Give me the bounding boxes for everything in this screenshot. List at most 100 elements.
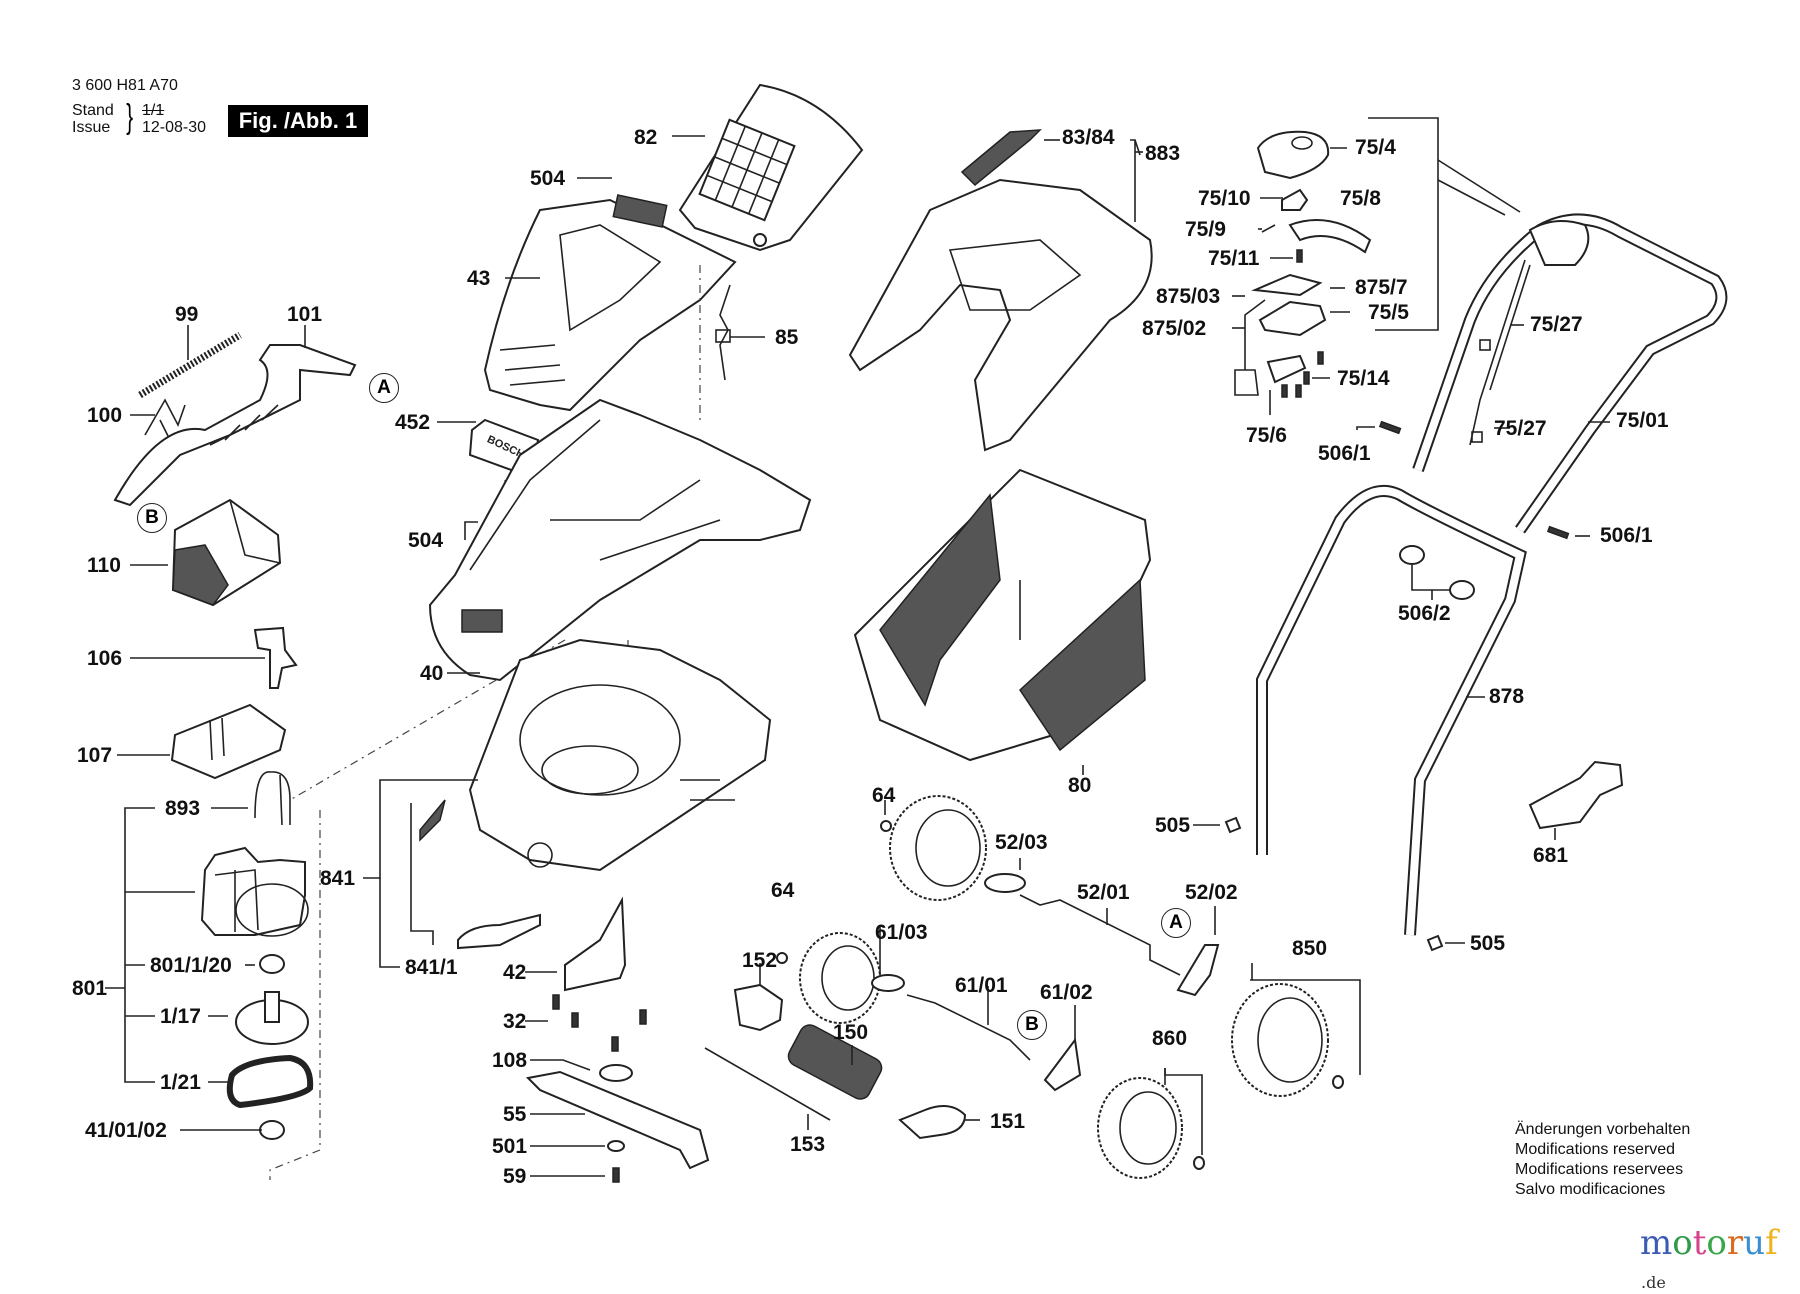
callout-75-9[interactable]: 75/9 xyxy=(1185,218,1226,241)
callout-64-upper[interactable]: 64 xyxy=(872,784,896,807)
callout-75-6[interactable]: 75/6 xyxy=(1246,424,1287,447)
callout-75-27-upper[interactable]: 75/27 xyxy=(1530,313,1583,336)
part-875-02-cable xyxy=(1234,299,1266,396)
callout-75-4[interactable]: 75/4 xyxy=(1355,136,1396,159)
callout-75-27-lower[interactable]: 75/27 xyxy=(1494,417,1547,440)
callout-52-03[interactable]: 52/03 xyxy=(995,831,1048,854)
reference-marker-b-lever: B xyxy=(137,503,167,533)
callout-61-03[interactable]: 61/03 xyxy=(875,921,928,944)
logo-letter: u xyxy=(1743,1223,1766,1263)
callout-801-1-20[interactable]: 801/1/20 xyxy=(150,954,232,977)
part-75-10-clip xyxy=(1281,188,1309,211)
callout-1-21[interactable]: 1/21 xyxy=(160,1071,201,1094)
issue-date: 12-08-30 xyxy=(142,119,207,136)
stand-label: Stand xyxy=(72,102,114,119)
part-106-switch xyxy=(253,626,298,689)
logo-letter: o xyxy=(1672,1223,1693,1263)
callout-841[interactable]: 841 xyxy=(320,867,356,890)
callout-75-11[interactable]: 75/11 xyxy=(1208,247,1260,270)
callout-875-03[interactable]: 875/03 xyxy=(1156,285,1221,308)
callout-99[interactable]: 99 xyxy=(175,303,199,326)
reference-marker-a-lever: A xyxy=(369,373,399,403)
part-501-washer xyxy=(607,1140,625,1152)
note-line-de: Änderungen vorbehalten xyxy=(1515,1121,1691,1138)
callout-506-1b[interactable]: 506/1 xyxy=(1600,524,1653,547)
part-850-cap xyxy=(1332,1075,1344,1089)
callout-150[interactable]: 150 xyxy=(833,1021,869,1044)
callout-106[interactable]: 106 xyxy=(87,647,123,670)
part-75-6-plate xyxy=(1266,354,1307,384)
callout-83-84[interactable]: 83/84 xyxy=(1062,126,1115,149)
callout-107[interactable]: 107 xyxy=(77,744,113,767)
part-150-roller xyxy=(787,1024,883,1100)
part-107-housing xyxy=(170,703,287,780)
callout-1-17[interactable]: 1/17 xyxy=(160,1005,201,1028)
callout-875-7[interactable]: 875/7 xyxy=(1355,276,1408,299)
part-99-spring xyxy=(138,331,242,399)
part-860-cap xyxy=(1193,1156,1205,1170)
callout-850[interactable]: 850 xyxy=(1292,937,1328,960)
callout-151[interactable]: 151 xyxy=(990,1110,1026,1133)
callout-681[interactable]: 681 xyxy=(1533,844,1569,867)
callout-80[interactable]: 80 xyxy=(1068,774,1092,797)
part-61-03-bushing xyxy=(871,974,905,992)
callout-41-01-02[interactable]: 41/01/02 xyxy=(85,1119,167,1142)
callout-110[interactable]: 110 xyxy=(87,554,121,577)
callout-100[interactable]: 100 xyxy=(87,404,123,427)
callout-61-02[interactable]: 61/02 xyxy=(1040,981,1093,1004)
callout-893[interactable]: 893 xyxy=(165,797,201,820)
callout-32[interactable]: 32 xyxy=(503,1010,527,1033)
callout-42[interactable]: 42 xyxy=(503,961,527,984)
note-line-es: Salvo modificaciones xyxy=(1515,1181,1666,1198)
part-83-84-grip xyxy=(960,129,1042,187)
callout-55[interactable]: 55 xyxy=(503,1103,527,1126)
callout-75-8[interactable]: 75/8 xyxy=(1340,187,1381,210)
callout-505-left[interactable]: 505 xyxy=(1155,814,1191,837)
callout-59[interactable]: 59 xyxy=(503,1165,527,1188)
callout-504[interactable]: 504 xyxy=(530,167,566,190)
logo-letter: r xyxy=(1726,1223,1744,1263)
callout-52-02[interactable]: 52/02 xyxy=(1185,881,1238,904)
callout-501[interactable]: 501 xyxy=(492,1135,528,1158)
callout-878[interactable]: 878 xyxy=(1489,685,1525,708)
callout-75-01[interactable]: 75/01 xyxy=(1616,409,1669,432)
part-505-screw-a xyxy=(1224,816,1242,834)
part-64-cap-b xyxy=(776,952,788,964)
callout-75-10[interactable]: 75/10 xyxy=(1198,187,1251,210)
callout-108[interactable]: 108 xyxy=(492,1049,528,1072)
part-681-pedal xyxy=(1528,760,1624,830)
part-75-11-spring xyxy=(1296,249,1303,263)
callout-40[interactable]: 40 xyxy=(420,662,444,685)
callout-506-1[interactable]: 506/1 xyxy=(1318,442,1371,465)
callout-152[interactable]: 152 xyxy=(742,949,778,972)
logo-tld: .de xyxy=(1641,1273,1666,1292)
callout-875-02[interactable]: 875/02 xyxy=(1142,317,1207,340)
callout-506-2[interactable]: 506/2 xyxy=(1398,602,1451,625)
callout-85[interactable]: 85 xyxy=(775,326,799,349)
callout-82[interactable]: 82 xyxy=(634,126,658,149)
callout-801[interactable]: 801 xyxy=(72,977,108,1000)
part-75-14-screws xyxy=(1281,351,1324,398)
part-75-01-upper-handle xyxy=(1412,213,1728,534)
callout-883[interactable]: 883 xyxy=(1145,142,1181,165)
callout-505-right[interactable]: 505 xyxy=(1470,932,1506,955)
callout-841-1[interactable]: 841/1 xyxy=(405,956,458,979)
callout-75-5[interactable]: 75/5 xyxy=(1368,301,1409,324)
callout-61-01[interactable]: 61/01 xyxy=(955,974,1008,997)
callout-452[interactable]: 452 xyxy=(395,411,431,434)
logo-letter: t xyxy=(1692,1223,1707,1263)
part-153-rod xyxy=(704,1047,831,1121)
part-43-cover xyxy=(483,194,737,412)
part-61-02-lever xyxy=(1043,1037,1082,1092)
part-506-2-knob-a xyxy=(1399,545,1425,565)
callout-101[interactable]: 101 xyxy=(287,303,323,326)
callout-860[interactable]: 860 xyxy=(1152,1027,1188,1050)
callout-43[interactable]: 43 xyxy=(467,267,491,290)
callout-64-lower[interactable]: 64 xyxy=(771,879,795,902)
callout-504b[interactable]: 504 xyxy=(408,529,444,552)
callout-52-01[interactable]: 52/01 xyxy=(1077,881,1130,904)
part-1-17-pulley xyxy=(235,991,309,1045)
callout-153[interactable]: 153 xyxy=(790,1133,826,1156)
callout-75-14[interactable]: 75/14 xyxy=(1337,367,1390,390)
